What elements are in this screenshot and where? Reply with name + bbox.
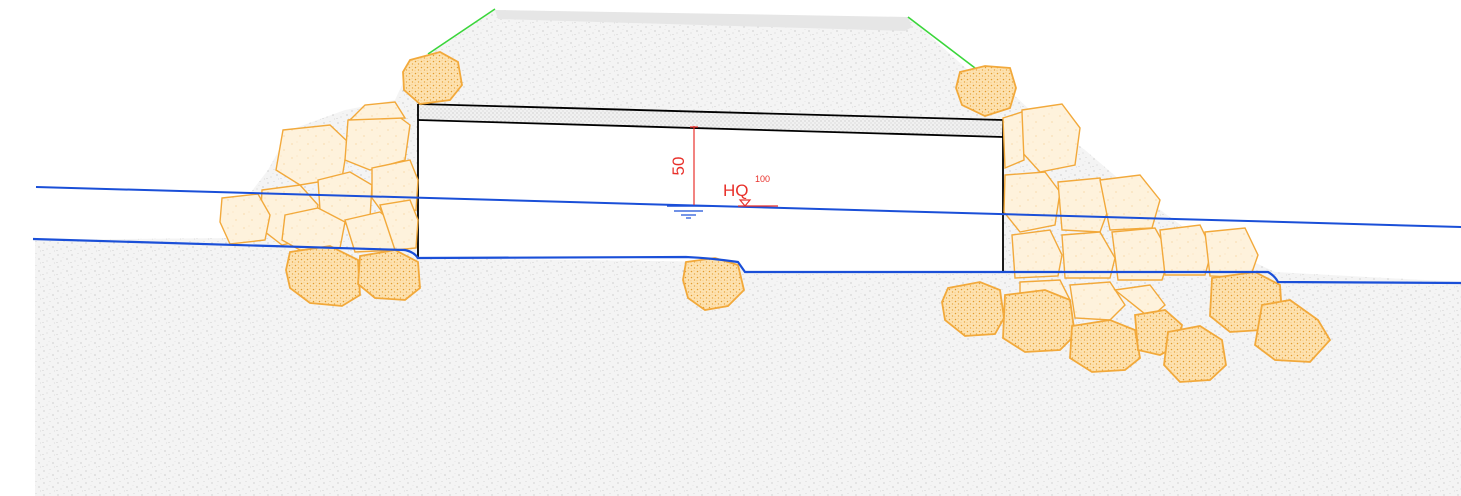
culvert-top-slab xyxy=(418,104,1003,137)
dimension-value: 50 xyxy=(669,157,688,176)
road-surface xyxy=(495,10,912,31)
armour-stones xyxy=(285,51,1332,383)
hq-label-group: HQ 100 xyxy=(723,174,778,207)
flood-water-surface-line xyxy=(35,186,1461,228)
stream-bed-line xyxy=(32,237,1461,285)
water-level-label: HQ xyxy=(723,181,749,200)
water-level-triangle-icon xyxy=(738,199,752,207)
culvert-frame xyxy=(417,103,1004,272)
freeboard-dimension: 50 xyxy=(669,126,698,205)
water-level-superscript: 100 xyxy=(755,174,770,184)
culvert-opening xyxy=(418,120,1003,272)
left-slope-line xyxy=(427,8,496,55)
water-level-marker xyxy=(667,205,711,219)
right-slope-line xyxy=(907,16,976,69)
riprap-left xyxy=(219,101,419,253)
riprap-right xyxy=(1002,103,1259,321)
